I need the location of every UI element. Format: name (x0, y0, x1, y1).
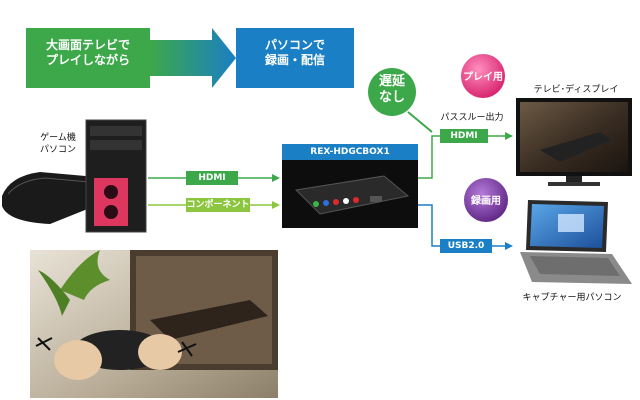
usb-output-tag: USB2.0 (440, 239, 492, 253)
tv-icon (516, 98, 632, 186)
passthrough-label: パススルー出力 (440, 113, 504, 123)
game-console-label: ゲーム機 パソコン (28, 132, 88, 156)
banner-left-line2: プレイしながら (45, 53, 130, 67)
delay-badge: 遅延 なし (370, 74, 414, 106)
capture-pc-label: キャプチャー用パソコン (522, 293, 622, 303)
delay-badge-line1: 遅延 (378, 74, 405, 89)
gameplay-photo (30, 250, 278, 398)
banner-right-box: パソコンで 録画・配信 (236, 28, 354, 88)
hdmi-output-tag: HDMI (440, 129, 488, 143)
banner-right-line1: パソコンで (264, 38, 325, 52)
component-input-tag: コンポーネント (186, 198, 250, 212)
laptop-icon (520, 200, 632, 284)
banner-left-line1: 大画面テレビで (45, 38, 130, 52)
game-console-label-line1: ゲーム機 (40, 133, 76, 143)
banner-arrow (150, 28, 236, 88)
game-console-label-line2: パソコン (39, 145, 76, 155)
record-badge: 録画用 (471, 196, 501, 207)
play-badge: プレイ用 (463, 72, 503, 83)
hdmi-input-tag: HDMI (186, 171, 238, 185)
banner-right-line2: 録画・配信 (264, 53, 325, 67)
banner-left-box: 大画面テレビで プレイしながら (26, 28, 150, 88)
delay-badge-line2: なし (378, 90, 405, 105)
pc-tower-icon (85, 119, 147, 233)
delay-badge-circle (368, 68, 416, 116)
tv-label: テレビ･ディスプレイ (533, 85, 619, 95)
device-name-label: REX-HDGCBOX1 (282, 144, 418, 160)
